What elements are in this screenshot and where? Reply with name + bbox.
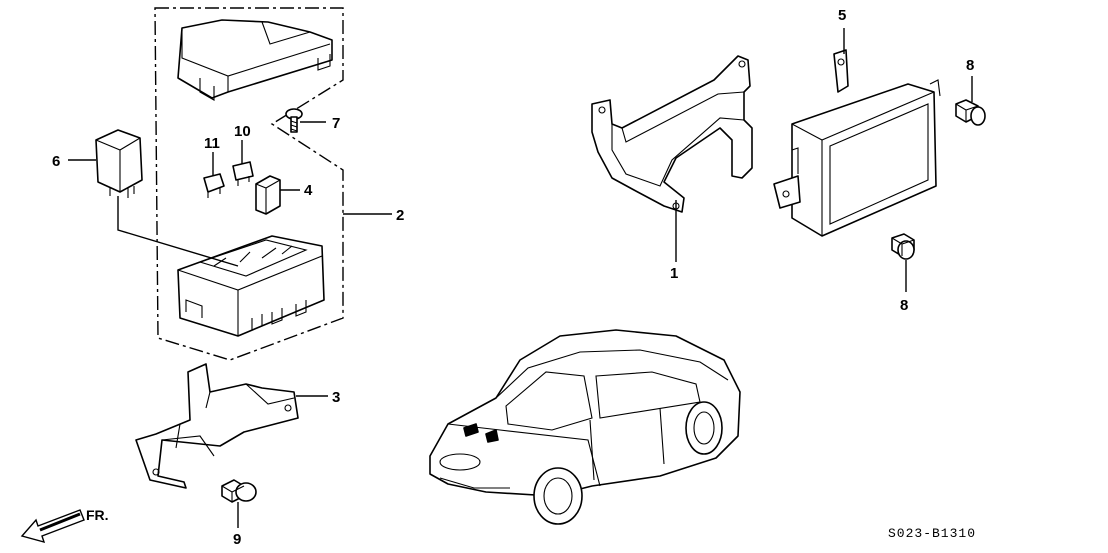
front-direction-indicator: FR. — [20, 507, 109, 544]
callout-4: 4 — [304, 182, 313, 199]
fuse[interactable] — [232, 161, 254, 186]
fuse-cartridge[interactable] — [255, 175, 281, 215]
leader-lines — [68, 28, 973, 528]
control-unit-bracket[interactable] — [591, 55, 753, 213]
bolt-9[interactable] — [221, 479, 257, 503]
callout-7: 7 — [332, 115, 340, 132]
callout-10: 10 — [234, 123, 251, 140]
relay[interactable] — [95, 129, 143, 198]
vehicle-location-illustration — [429, 329, 741, 525]
callout-1: 1 — [670, 265, 678, 282]
bolt-8-upper[interactable] — [955, 99, 986, 126]
callout-5: 5 — [838, 7, 846, 24]
callout-11: 11 — [204, 135, 220, 152]
fuse-box-cover[interactable] — [177, 19, 333, 101]
fuse-box-base[interactable] — [177, 235, 325, 337]
callout-8-upper: 8 — [966, 57, 974, 74]
assembly-boundary — [154, 7, 344, 361]
callout-9: 9 — [233, 531, 241, 548]
callout-3: 3 — [332, 389, 340, 406]
direction-label: FR. — [86, 507, 109, 523]
mini-fuse[interactable] — [203, 173, 225, 198]
control-unit[interactable] — [773, 49, 941, 237]
callout-6: 6 — [52, 153, 60, 170]
fuse-box-bracket[interactable] — [135, 363, 299, 489]
diagram-code: S023-B1310 — [888, 526, 976, 541]
callout-2: 2 — [396, 207, 404, 224]
callout-8-lower: 8 — [900, 297, 908, 314]
bolt-7[interactable] — [285, 108, 303, 133]
bolt-8-lower[interactable] — [891, 233, 915, 260]
